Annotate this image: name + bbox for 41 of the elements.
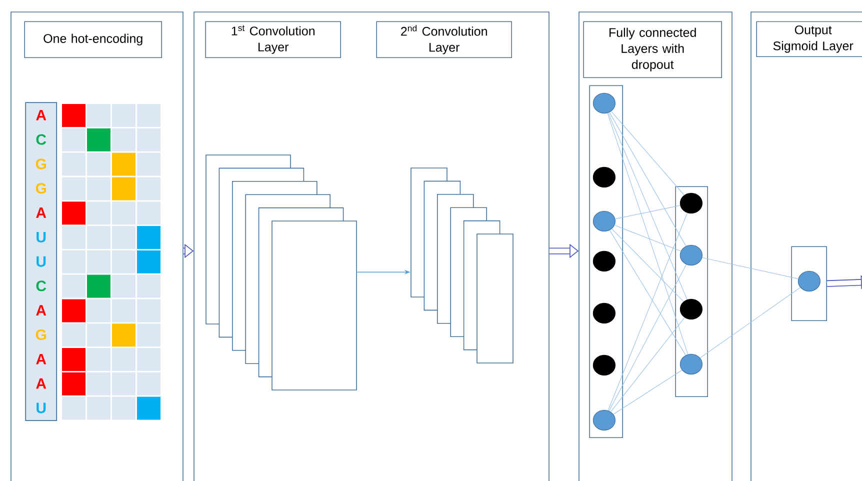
connection-line bbox=[610, 317, 685, 412]
connection-line bbox=[611, 228, 684, 302]
neuron-circle bbox=[592, 354, 616, 376]
neuron-circle bbox=[592, 210, 616, 232]
connection-line bbox=[607, 112, 688, 355]
layer-box bbox=[589, 85, 623, 438]
neuron-circle bbox=[592, 166, 616, 188]
panel-frame bbox=[10, 12, 184, 481]
feature-map-stack bbox=[410, 168, 514, 364]
neuron-circle bbox=[680, 244, 702, 266]
title-box: 2$^{nd}$ Convolution Layer bbox=[376, 21, 512, 58]
neuron-circle bbox=[592, 92, 616, 114]
panel-frame bbox=[578, 12, 732, 481]
neuron-circle bbox=[680, 354, 702, 374]
neuron-circle bbox=[798, 270, 820, 292]
neuron-circle bbox=[680, 298, 702, 320]
connection-line bbox=[702, 257, 799, 280]
title-box: 1$^{st}$ Convolution Layer bbox=[205, 21, 341, 58]
connection-line bbox=[609, 112, 686, 246]
neuron-circle bbox=[592, 410, 616, 430]
layer-box bbox=[791, 246, 827, 321]
neuron-circle bbox=[680, 192, 702, 214]
connection-line bbox=[613, 370, 682, 415]
connection-line bbox=[700, 287, 801, 358]
title-box: Output Sigmoid Layer bbox=[756, 21, 862, 57]
title-box: Fully connected Layers with dropout bbox=[583, 21, 722, 78]
connection-line bbox=[609, 230, 686, 356]
connection-line bbox=[608, 264, 687, 412]
neuron-circle bbox=[592, 302, 616, 324]
connection-line bbox=[614, 224, 682, 252]
connection-line bbox=[608, 212, 688, 411]
feature-map-stack bbox=[206, 154, 357, 390]
connection-line bbox=[614, 205, 680, 220]
panel-frame bbox=[750, 12, 862, 481]
sequence-box: A C G G A U U C A G A A U bbox=[25, 102, 58, 422]
connection-line bbox=[610, 110, 684, 196]
panel-frame bbox=[194, 12, 550, 481]
title-box: One hot-encoding bbox=[24, 21, 162, 58]
neuron-circle bbox=[592, 250, 616, 272]
layer-box bbox=[675, 186, 708, 397]
connection-line bbox=[608, 112, 688, 300]
